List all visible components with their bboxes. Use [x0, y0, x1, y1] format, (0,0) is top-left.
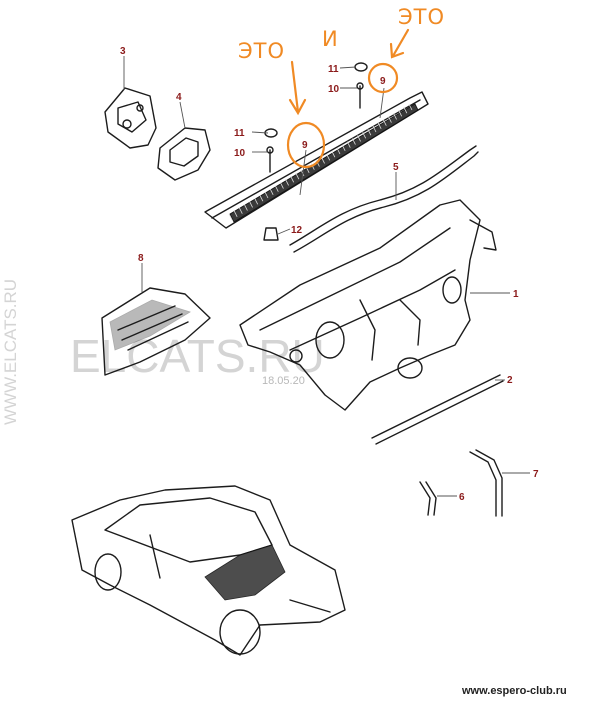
annotation-arrowhead-left [288, 98, 307, 116]
date-watermark: 18.05.20 [262, 375, 305, 387]
part-9-cowl-grille [204, 91, 429, 229]
grille-slat [244, 204, 248, 211]
center-watermark: ELCATS.RU [70, 330, 325, 382]
grille-slat [326, 154, 331, 161]
grille-slat [269, 188, 274, 196]
car-illustration [71, 485, 346, 656]
grille-slat [290, 176, 295, 183]
callout-10-left: 10 [234, 148, 246, 159]
callout-9-left: 9 [302, 140, 308, 151]
grille-slat [254, 198, 259, 205]
grille-slat [346, 141, 351, 148]
side-watermark: WWW.ELCATS.RU [1, 279, 20, 425]
annotation-label-right: ЭТО [398, 5, 445, 29]
footer-site: www.espero-club.ru [461, 685, 567, 697]
annotation-label-left: ЭТО [238, 39, 285, 63]
part-1-dash-panel [239, 199, 497, 411]
part-7-hose [469, 449, 503, 517]
grille-slat [403, 106, 408, 114]
grille-slat [274, 185, 279, 192]
grille-slat [259, 194, 264, 202]
callout-numbers: 1 2 3 4 5 6 7 8 9 9 10 10 11 11 12 [120, 46, 539, 503]
callout-11-right: 11 [328, 64, 339, 75]
grille-slat [382, 119, 387, 126]
grille-slat [233, 210, 238, 218]
callout-12: 12 [291, 225, 303, 236]
callout-5: 5 [393, 162, 399, 173]
grille-slat [336, 147, 341, 155]
grille-slat [367, 128, 372, 136]
grille-slat [280, 182, 284, 189]
callout-11-left: 11 [234, 128, 245, 139]
part-5-weatherstrip [289, 145, 479, 253]
part-2-rod [371, 374, 504, 445]
grille-slat [357, 135, 361, 142]
grille-slat [408, 103, 413, 111]
callout-7: 7 [533, 469, 539, 480]
grille-slat [331, 150, 336, 158]
annotation-arrow-left [290, 60, 300, 114]
part-3-bracket [104, 87, 157, 149]
part-8-insulator [101, 287, 211, 376]
grille-slat [362, 132, 367, 139]
grille-slat [372, 125, 377, 133]
grille-slat [285, 179, 289, 186]
grille-slat [398, 110, 403, 117]
callout-8: 8 [138, 253, 144, 264]
grille-slat [377, 122, 382, 130]
grille-slat [321, 157, 325, 164]
annotation-arrowhead-right [389, 42, 405, 59]
grille-slat [249, 201, 253, 208]
hand-annotations: ЭТО И ЭТО [238, 5, 445, 169]
callout-9-right: 9 [380, 76, 386, 87]
part-6-hose [419, 481, 437, 516]
grille-slat [295, 172, 300, 180]
leader-lines [123, 56, 530, 497]
grille-slat [238, 207, 243, 214]
annotation-arrow-right [391, 28, 410, 58]
annotation-circle-left [286, 121, 326, 169]
callout-2: 2 [507, 375, 513, 386]
grille-slat [352, 138, 356, 145]
annotation-label-middle: И [322, 27, 339, 51]
grille-slat [264, 191, 269, 199]
grille-slat [393, 113, 397, 120]
callout-10-right: 10 [328, 84, 340, 95]
annotation-circle-right [367, 62, 399, 94]
part-4-seal [157, 127, 211, 181]
grille-slat [388, 116, 392, 123]
callout-3: 3 [120, 46, 126, 57]
callout-6: 6 [459, 492, 465, 503]
callout-1: 1 [513, 289, 519, 300]
grille-slat [341, 144, 346, 152]
grille-slat [228, 213, 233, 221]
callout-4: 4 [176, 92, 182, 103]
